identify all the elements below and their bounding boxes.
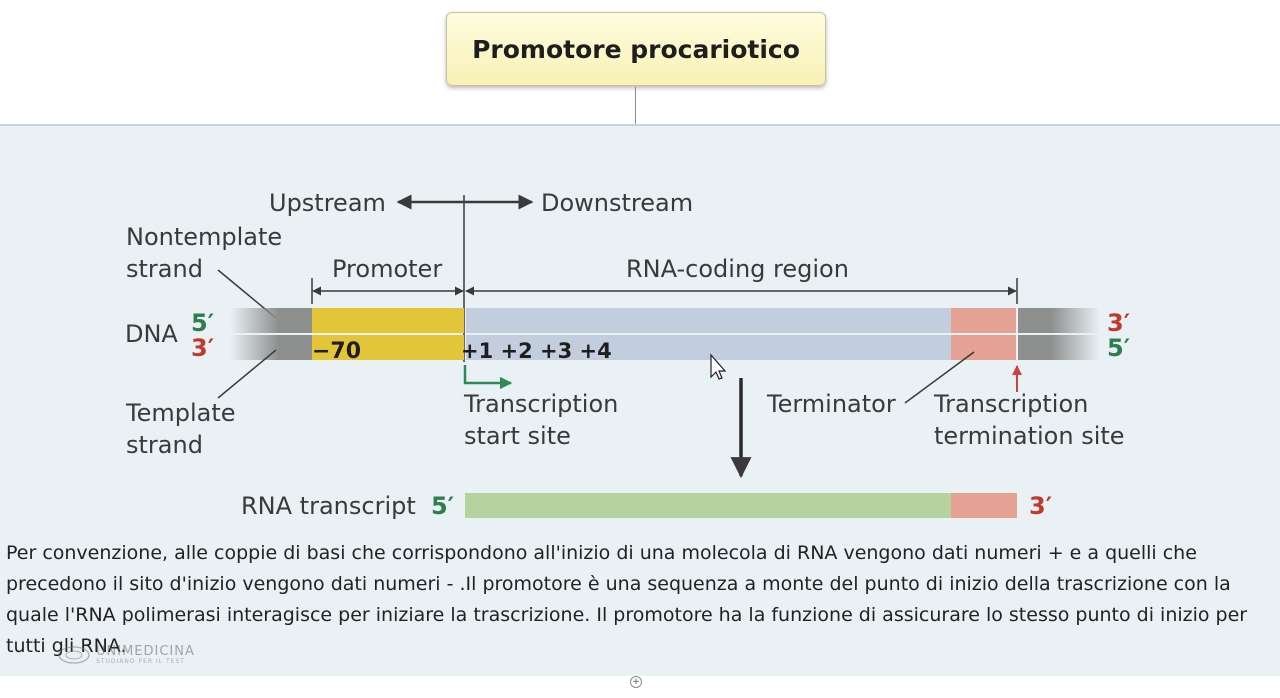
coding-segment-bottom: [466, 335, 951, 360]
watermark-text: UNIMEDICINA: [96, 644, 195, 659]
template-strand-label-2: strand: [126, 431, 203, 459]
watermark-swirl-icon: [58, 646, 90, 664]
transcription-diagram: Upstream Downstream Nontemplate strand P…: [125, 189, 1130, 520]
watermark-logo: UNIMEDICINA STUDIANO PER IL TEST: [56, 642, 216, 668]
content-panel: Upstream Downstream Nontemplate strand P…: [0, 124, 1280, 676]
terminator-label: Terminator: [766, 390, 896, 418]
promoter-segment-top: [312, 308, 464, 333]
caption-text: Per convenzione, alle coppie di basi che…: [6, 542, 1248, 657]
termination-site-label-2: termination site: [934, 422, 1125, 450]
promoter-label: Promoter: [332, 255, 442, 283]
rna-coding-region-label: RNA-coding region: [626, 255, 849, 283]
bottom-left-end-label: 3′: [191, 334, 214, 362]
top-left-end-label: 5′: [191, 309, 214, 337]
nontemplate-strand-label-2: strand: [126, 255, 203, 283]
termination-site-label-1: Transcription: [933, 390, 1088, 418]
dna-left-flank-top: [230, 308, 312, 333]
dna-left-flank-bottom: [230, 335, 312, 360]
start-site-label-1: Transcription: [463, 390, 618, 418]
template-strand-label-1: Template: [125, 399, 236, 427]
bottom-right-end-label: 5′: [1107, 334, 1130, 362]
rna-terminator-bar: [951, 493, 1017, 518]
rna-right-end-label: 3′: [1029, 492, 1052, 520]
mouse-cursor-icon: [710, 353, 727, 380]
dna-label: DNA: [125, 320, 178, 348]
title-box[interactable]: Promotore procariotico: [446, 12, 826, 86]
watermark-subtext: STUDIANO PER IL TEST: [96, 658, 185, 665]
rna-transcript-bar: [465, 493, 951, 518]
downstream-label: Downstream: [541, 189, 693, 217]
terminator-segment-top: [951, 308, 1016, 333]
connector-line: [635, 87, 636, 127]
template-pointer: [217, 349, 277, 399]
minus70-label: −70: [312, 339, 361, 364]
start-site-bent-arrow: [463, 365, 513, 390]
top-right-end-label: 3′: [1107, 309, 1130, 337]
terminator-segment-bottom: [951, 335, 1016, 360]
start-site-label-2: start site: [464, 422, 571, 450]
position-numbers-label: +1 +2 +3 +4: [461, 339, 612, 363]
dna-right-flank-bottom: [1018, 335, 1100, 360]
page-title: Promotore procariotico: [472, 34, 800, 64]
rna-transcript-label: RNA transcript: [241, 492, 416, 520]
nontemplate-strand-label-1: Nontemplate: [126, 223, 282, 251]
upstream-label: Upstream: [269, 189, 386, 217]
dna-right-flank-top: [1018, 308, 1100, 333]
promoter-segment-bottom: [312, 335, 464, 360]
coding-segment-top: [466, 308, 951, 333]
rna-left-end-label: 5′: [431, 492, 454, 520]
expand-icon[interactable]: +: [630, 676, 642, 688]
terminator-pointer: [904, 351, 975, 404]
